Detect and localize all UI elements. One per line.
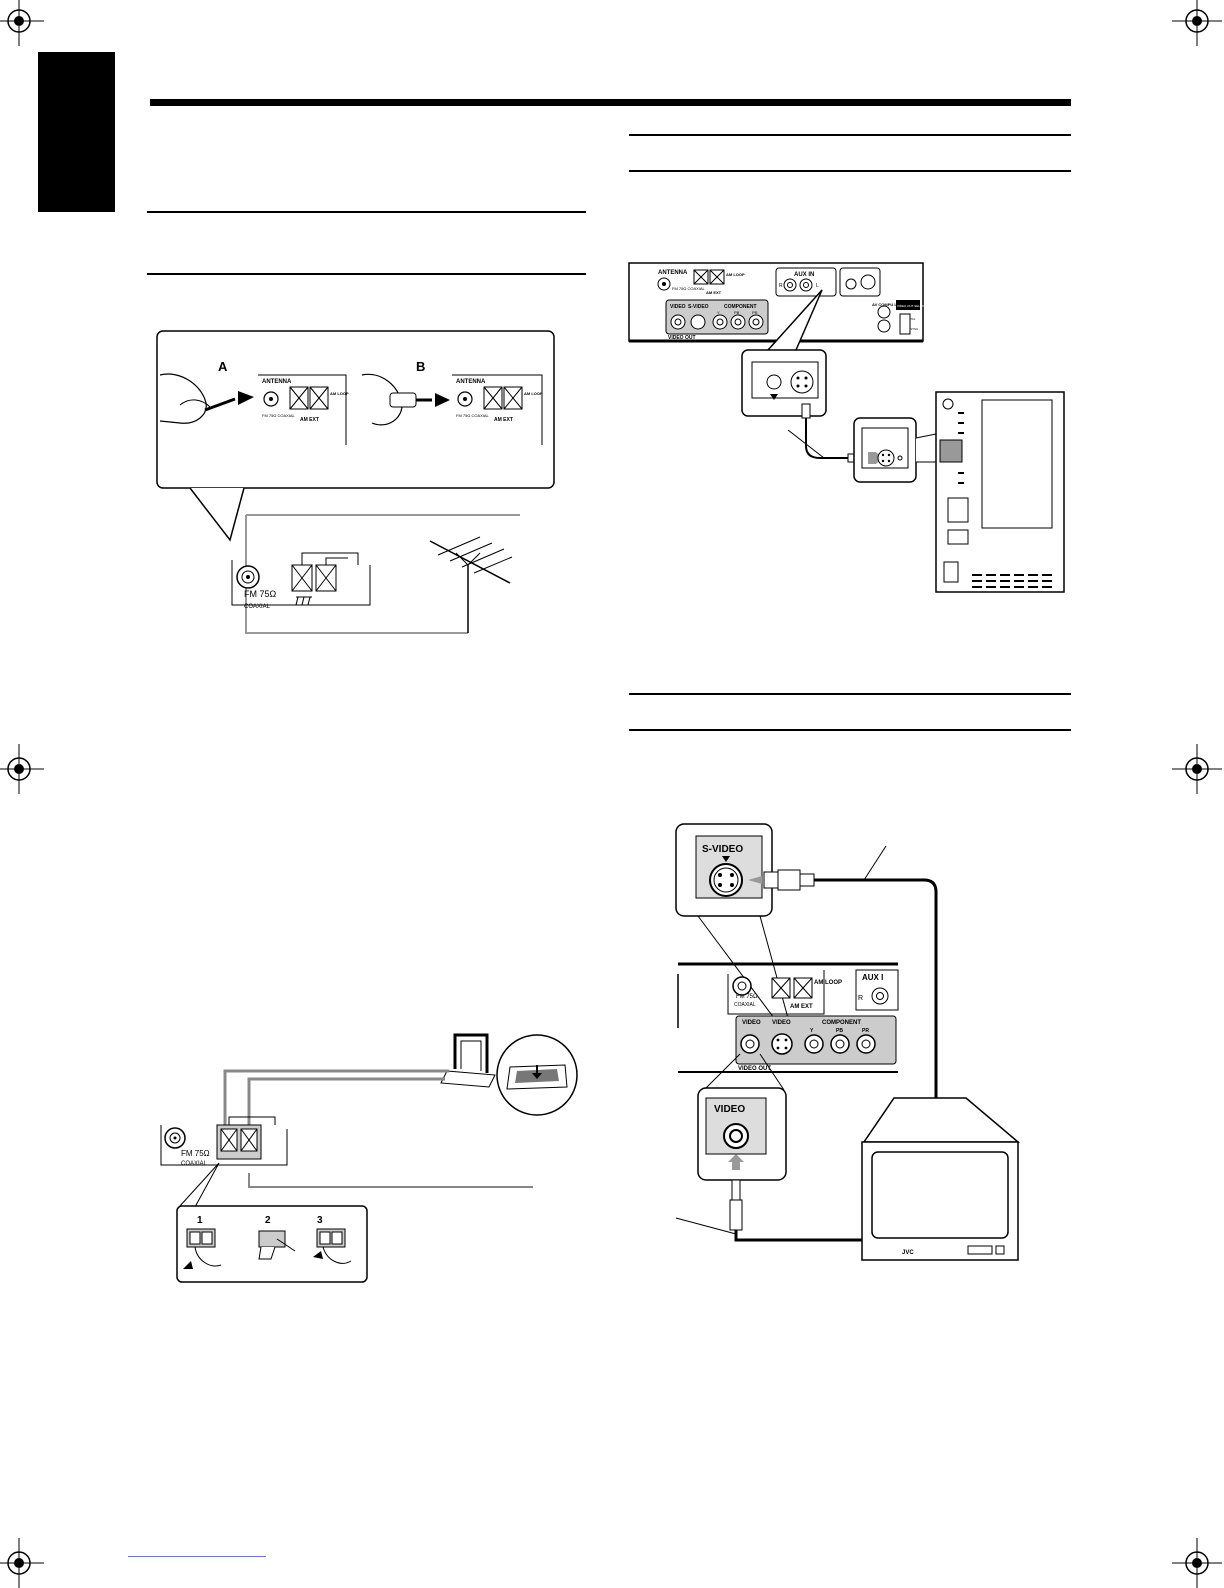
registration-mark-top-right bbox=[1172, 0, 1222, 46]
svg-text:R: R bbox=[858, 995, 863, 1002]
svg-text:L: L bbox=[816, 283, 819, 289]
right-section-rule-4 bbox=[629, 729, 1071, 731]
svg-text:FM 75Ω COAXIAL: FM 75Ω COAXIAL bbox=[456, 413, 490, 418]
fm-antenna-figure: A B ANTENNA AM EXT AM LOOP FM 75Ω COAXIA… bbox=[156, 330, 555, 634]
svg-text:ANTENNA: ANTENNA bbox=[262, 379, 292, 385]
registration-mark-top-left bbox=[0, 0, 44, 46]
hand-b-icon bbox=[361, 373, 450, 426]
svg-text:PB: PB bbox=[734, 310, 740, 315]
svg-text:NTSC: NTSC bbox=[910, 327, 919, 331]
language-tab bbox=[38, 52, 115, 212]
svg-text:VIDEO OUT: VIDEO OUT bbox=[668, 335, 696, 341]
label-a: A bbox=[218, 359, 228, 374]
svg-text:Y: Y bbox=[717, 310, 720, 315]
svg-text:PB: PB bbox=[836, 1028, 843, 1034]
svg-text:COAXIAL: COAXIAL bbox=[734, 1002, 756, 1008]
svg-text:VIDEO OUT: VIDEO OUT bbox=[738, 1066, 771, 1072]
svg-text:S-VIDEO: S-VIDEO bbox=[688, 304, 709, 310]
compu-link-figure: ANTENNA FM 75Ω COAXIAL AM LOOP AM EXT AU… bbox=[628, 262, 1065, 593]
tv-connection-figure: S-VIDEO FM 75Ω COAXIAL AM LOOP AM EXT AU… bbox=[675, 823, 1021, 1261]
svg-text:FM 75Ω COAXIAL: FM 75Ω COAXIAL bbox=[672, 286, 706, 291]
svg-text:VIDEO: VIDEO bbox=[742, 1020, 761, 1026]
antenna-panel-a: ANTENNA AM EXT AM LOOP FM 75Ω COAXIAL bbox=[258, 374, 349, 445]
svg-text:PR: PR bbox=[752, 310, 758, 315]
registration-mark-bottom-left bbox=[0, 1538, 44, 1588]
cl-antenna-label: ANTENNA bbox=[658, 270, 688, 276]
svg-text:R: R bbox=[779, 283, 783, 289]
svg-text:FM 75Ω COAXIAL: FM 75Ω COAXIAL bbox=[262, 413, 296, 418]
svg-text:PAL: PAL bbox=[910, 317, 916, 321]
step-2-label: 2 bbox=[265, 1215, 271, 1226]
tv-brand-logo: JVC bbox=[902, 1250, 914, 1256]
svg-text:COMPONENT: COMPONENT bbox=[724, 304, 757, 310]
right-section-rule-3 bbox=[629, 693, 1071, 695]
left-section-rule-bottom bbox=[147, 273, 586, 275]
television-icon: JVC bbox=[861, 1097, 1021, 1261]
registration-mark-mid-right bbox=[1172, 744, 1222, 794]
s-video-zoom-label: S-VIDEO bbox=[702, 844, 743, 855]
svg-text:PR: PR bbox=[862, 1028, 869, 1034]
am-terminal-panel: FM 75Ω COAXIAL bbox=[160, 1116, 288, 1167]
registration-mark-mid-left bbox=[0, 744, 44, 794]
left-section-rule-top bbox=[147, 211, 586, 213]
svg-text:VIDEO OUT SELECT: VIDEO OUT SELECT bbox=[897, 304, 926, 308]
step-1-label: 1 bbox=[197, 1215, 203, 1226]
tv-aux-label: AUX I bbox=[862, 973, 883, 982]
svg-text:AM LOOP: AM LOOP bbox=[524, 391, 543, 396]
footer-line bbox=[128, 1556, 266, 1557]
tv-am-loop-label: AM LOOP bbox=[814, 980, 842, 986]
svg-text:AM EXT: AM EXT bbox=[300, 417, 319, 423]
registration-mark-bottom-right bbox=[1172, 1538, 1222, 1588]
svg-text:AM LOOP: AM LOOP bbox=[726, 272, 745, 277]
step-3-icon bbox=[313, 1228, 352, 1264]
header-rule bbox=[150, 99, 1071, 106]
step-2-icon bbox=[258, 1230, 296, 1260]
svg-text:AM LOOP: AM LOOP bbox=[330, 391, 349, 396]
svg-text:COMPONENT: COMPONENT bbox=[822, 1020, 861, 1026]
am-loop-antenna-icon bbox=[440, 1033, 578, 1116]
av-compu-link-label: AV COMPU LINK bbox=[872, 302, 904, 307]
step-3-label: 3 bbox=[317, 1215, 323, 1226]
right-section-rule-2 bbox=[629, 170, 1071, 172]
fm-terminal-label: FM 75Ω bbox=[244, 589, 277, 599]
aux-in-label: AUX IN bbox=[794, 272, 814, 278]
svg-text:VIDEO: VIDEO bbox=[670, 304, 686, 310]
label-b: B bbox=[416, 359, 425, 374]
antenna-panel-b: ANTENNA AM EXT AM LOOP FM 75Ω COAXIAL bbox=[452, 374, 543, 445]
coaxial-terminal-label: COAXIAL bbox=[244, 604, 271, 610]
outdoor-fm-antenna-icon bbox=[429, 536, 513, 633]
svg-text:VIDEO: VIDEO bbox=[772, 1020, 791, 1026]
svg-text:AM EXT: AM EXT bbox=[494, 417, 513, 423]
tv-am-ext-label: AM EXT bbox=[790, 1004, 813, 1010]
hand-a-icon bbox=[159, 373, 254, 424]
am-fm-terminal-label: FM 75Ω bbox=[181, 1149, 210, 1158]
am-coaxial-terminal-label: COAXIAL bbox=[181, 1161, 208, 1167]
right-section-rule-1 bbox=[629, 134, 1071, 136]
step-1-icon bbox=[183, 1228, 222, 1269]
svg-text:ANTENNA: ANTENNA bbox=[456, 379, 486, 385]
svg-text:Y: Y bbox=[810, 1028, 814, 1034]
fm-terminal-panel: FM 75Ω COAXIAL bbox=[231, 514, 520, 634]
tv-ant-label: FM 75Ω bbox=[736, 994, 758, 1000]
svg-text:AM EXT: AM EXT bbox=[706, 290, 722, 295]
am-antenna-figure: FM 75Ω COAXIAL 1 2 3 bbox=[160, 1033, 578, 1283]
video-zoom-label: VIDEO bbox=[714, 1104, 745, 1115]
